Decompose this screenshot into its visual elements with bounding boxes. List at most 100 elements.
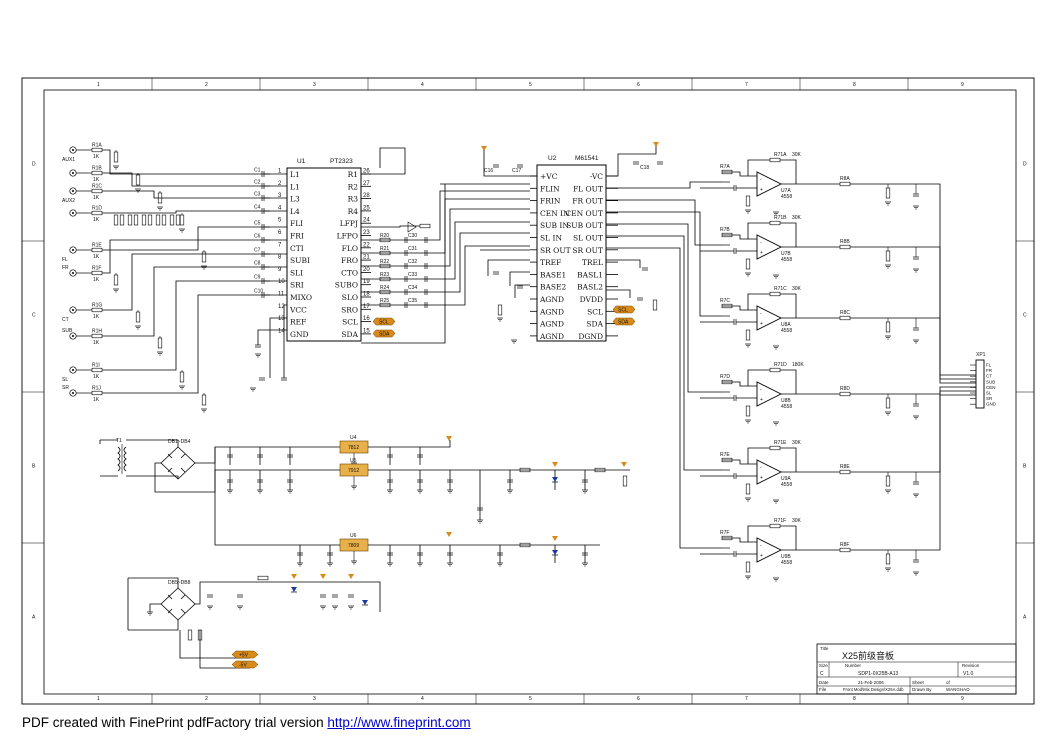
jack-center-icon: [72, 272, 74, 274]
rail-tag-2: -5V: [231, 660, 259, 669]
pin-label: SLO: [342, 293, 358, 302]
opamp-plus: +: [760, 397, 763, 403]
opamp-part: 4558: [781, 194, 792, 200]
diode-icon: [291, 587, 297, 592]
coupling-cap-ref: C9: [254, 275, 261, 281]
pin-label: R2: [348, 182, 359, 191]
pin-number: 15: [363, 328, 370, 334]
pin-number: 2: [278, 181, 282, 187]
u1-pins: L11L12L33L44FLI5FRI6CTI7SUBI8SLI9SRI10MI…: [278, 169, 371, 339]
rail-label-2: -5V: [239, 663, 247, 669]
row-label-left: A: [32, 615, 36, 621]
opamp-ref: U8B: [781, 398, 791, 404]
output-resistor-ref: R8B: [840, 239, 850, 245]
column-label-top: 5: [529, 82, 532, 88]
u1-chip: U1 PT2323 L11L12L33L44FLI5FRI6CTI7SUBI8S…: [278, 158, 371, 342]
coupling-cap-ref: C7: [254, 248, 261, 254]
regulator-value: 7912: [348, 468, 359, 474]
connector-pin-label: SUB: [986, 379, 995, 384]
pin-label: SUBO: [335, 281, 358, 290]
pin-label: LFPO: [337, 232, 358, 241]
input-label: CT: [62, 317, 69, 323]
pin-label: FR OUT: [572, 197, 603, 206]
connector-pin-label: CT: [986, 374, 992, 379]
jack-center-icon: [72, 149, 74, 151]
opamp-icon: [756, 234, 783, 260]
jack-center-icon: [72, 190, 74, 192]
input-resistor-value: 1K: [93, 177, 100, 183]
pin-number: 9: [278, 267, 282, 273]
bus-cap-ref: C32: [408, 259, 417, 265]
input-label: FL: [62, 257, 68, 263]
pin-label: LFPJ: [340, 219, 358, 228]
date-label: Date: [819, 680, 829, 685]
pin-number: 18: [363, 292, 370, 298]
supply-arrow-icon: [621, 462, 627, 467]
opamp-minus: -: [760, 240, 762, 246]
title-label: Title: [820, 646, 829, 651]
title-block: Title X25前级音板 Size C Number SDP1-0X25B-A…: [816, 643, 1017, 695]
row-label-right: A: [1023, 615, 1027, 621]
opamp-plus: +: [760, 321, 763, 327]
coupling-cap-ref: C6: [254, 234, 261, 240]
opamp-icon: [756, 459, 783, 485]
pin-number: 23: [363, 230, 370, 236]
column-label-top: 4: [421, 82, 424, 88]
footer-link[interactable]: http://www.fineprint.com: [327, 715, 471, 730]
coupling-cap-ref: C3: [254, 192, 261, 198]
footer-text: PDF created with FinePrint pdfFactory tr…: [22, 715, 328, 730]
input-resistor-value: 1K: [93, 340, 100, 346]
connector-pin-label: CEN: [986, 385, 996, 390]
pin-label: R1: [348, 170, 358, 179]
pin-label: SCL: [587, 307, 603, 316]
column-label-bottom: 7: [745, 696, 748, 702]
supply-arrow-icon: [348, 574, 354, 579]
pin-number: 10: [278, 279, 285, 285]
cap-ref: C18: [640, 165, 649, 171]
opamp-ref: U7B: [781, 251, 791, 257]
pin-label: SDA: [586, 320, 603, 329]
pin-label: AGND: [539, 332, 564, 341]
drawing-title: X25前级音板: [842, 650, 894, 661]
bridge-rectifier-2: DB5~DB8: [128, 577, 381, 631]
pin-label: TREL: [582, 258, 603, 267]
column-label-bottom: 3: [313, 696, 316, 702]
output-resistor-ref: R8C: [840, 310, 850, 316]
pin-label: AGND: [539, 307, 564, 316]
supply-arrow-icon: [552, 536, 558, 541]
opamp-minus: -: [760, 465, 762, 471]
opamp-plus: +: [760, 553, 763, 559]
row-label-right: C: [1023, 313, 1027, 319]
input-label: AUX2: [62, 198, 75, 204]
connector-pin-label: SR: [986, 396, 993, 401]
bus-cap-ref: C31: [408, 246, 417, 252]
drawn-label: Drawn By: [912, 687, 932, 692]
supply-arrow-icon: [446, 436, 452, 441]
pin-label: CEN IN: [540, 209, 570, 218]
pin-number: 3: [278, 193, 282, 199]
opamp-ref: U8A: [781, 322, 791, 328]
transformer: T1: [100, 438, 150, 477]
pin-number: 14: [278, 328, 285, 334]
feedback-resistor-ref: R71D: [774, 362, 787, 368]
u1-part: PT2323: [330, 158, 353, 165]
bus-resistor-ref: R23: [380, 272, 389, 278]
pin-label: TREF: [540, 258, 561, 267]
rail-label-1: +5V: [239, 653, 249, 659]
opamp-icon: [756, 305, 783, 331]
column-label-bottom: 5: [529, 696, 532, 702]
input-resistor-ref: R1C: [92, 184, 102, 190]
pin-number: 4: [278, 205, 282, 211]
feedback-resistor-ref: R71F: [774, 518, 786, 524]
feedback-resistor-value: 180K: [792, 362, 804, 368]
pin-number: 19: [363, 279, 370, 285]
pin-label: AGND: [539, 295, 564, 304]
